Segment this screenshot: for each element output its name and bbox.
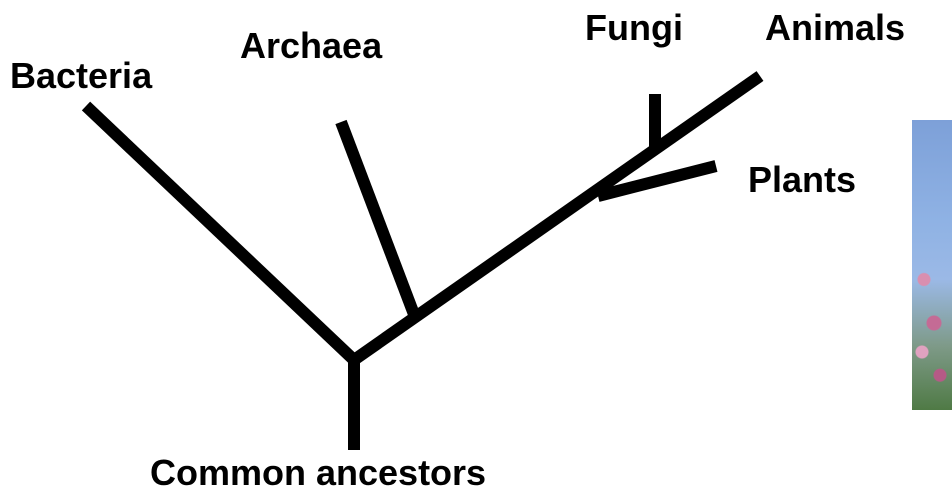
branch-archaea xyxy=(341,122,415,317)
branch-bacteria xyxy=(86,106,354,360)
branch-main xyxy=(354,76,760,360)
leaf-animals-label: Animals xyxy=(765,10,905,46)
leaf-bacteria-label: Bacteria xyxy=(10,58,152,94)
leaf-plants-label: Plants xyxy=(748,162,856,198)
root-label: Common ancestors xyxy=(150,455,486,491)
leaf-archaea-label: Archaea xyxy=(240,28,382,64)
leaf-fungi-label: Fungi xyxy=(585,10,683,46)
flower-photo-icon xyxy=(912,120,952,410)
